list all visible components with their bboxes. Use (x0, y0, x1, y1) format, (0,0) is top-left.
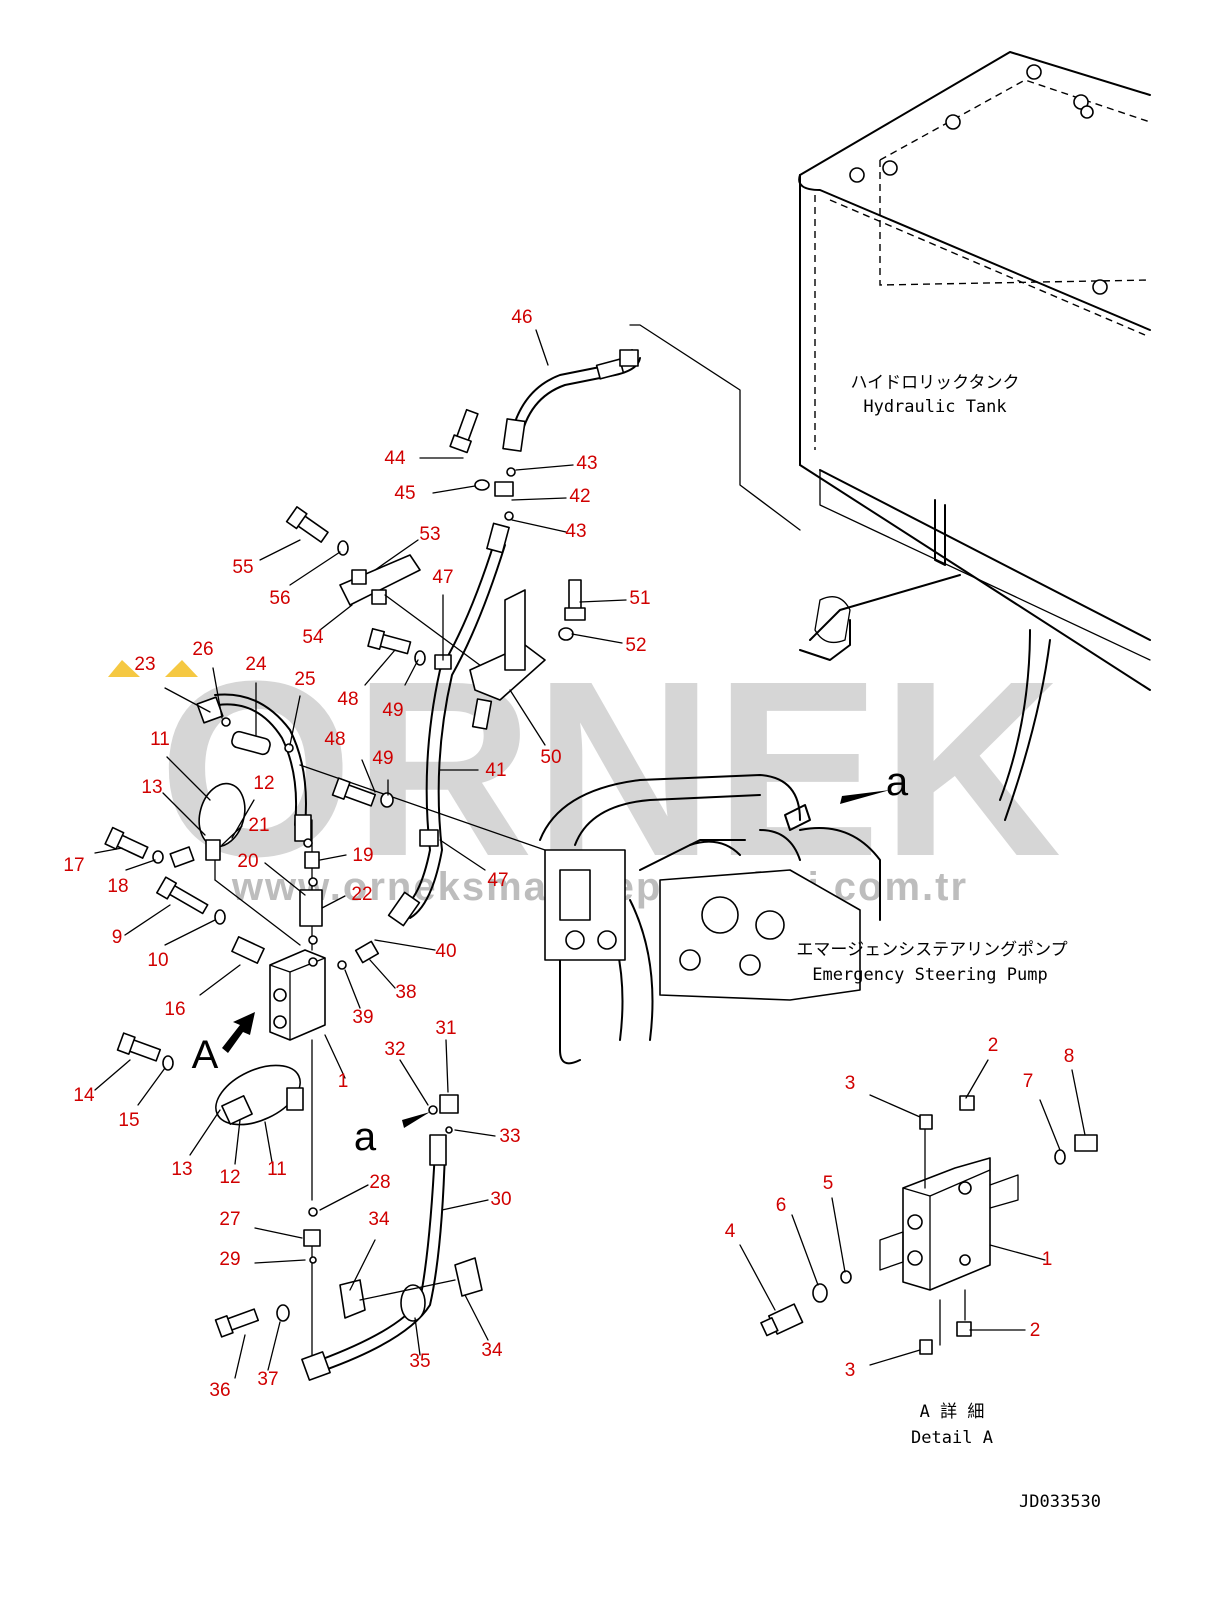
detail-a: A 詳 細 Detail A (760, 1095, 1098, 1448)
hose-30 (301, 1134, 447, 1381)
hose-46 (502, 349, 641, 452)
callout-34: 34 (368, 1209, 390, 1230)
callout-15: 15 (118, 1110, 139, 1131)
callout-1b: 1 (1042, 1249, 1053, 1270)
hose-24 (196, 693, 312, 842)
callout-18: 18 (107, 876, 128, 897)
callout-8: 8 (1064, 1046, 1075, 1067)
callout-43b: 43 (565, 521, 586, 542)
tank-label-ja: ハイドロリックタンク (851, 373, 1020, 393)
callout-2: 2 (988, 1035, 999, 1056)
callout-10: 10 (147, 950, 168, 971)
tank-label-en: Hydraulic Tank (863, 397, 1006, 417)
callout-42: 42 (569, 486, 590, 507)
pipe-ref-lower: a (354, 1115, 377, 1159)
callout-52: 52 (625, 635, 646, 656)
callout-38: 38 (395, 982, 416, 1003)
callout-35: 35 (409, 1351, 430, 1372)
callout-11b: 11 (267, 1159, 287, 1180)
callout-53: 53 (419, 524, 440, 545)
watermark-triangle-icon (108, 660, 140, 677)
callout-50: 50 (540, 747, 561, 768)
callout-17: 17 (63, 855, 84, 876)
callout-33: 33 (499, 1126, 520, 1147)
callout-4: 4 (725, 1221, 736, 1242)
callout-28: 28 (369, 1172, 390, 1193)
callout-46: 46 (511, 307, 532, 328)
callout-6: 6 (776, 1195, 787, 1216)
detail-label-en: Detail A (911, 1428, 993, 1448)
callout-31: 31 (435, 1018, 456, 1039)
pump-label-ja: エマージェンシステアリングポンプ (796, 940, 1067, 960)
callout-37: 37 (257, 1369, 278, 1390)
leader-line (629, 324, 801, 531)
callout-5: 5 (823, 1173, 834, 1194)
view-letter: A (192, 1033, 219, 1077)
callout-11: 11 (150, 729, 170, 750)
callout-22: 22 (351, 884, 372, 905)
callout-12b: 12 (219, 1167, 240, 1188)
callout-leaders (94, 329, 1086, 1379)
callout-51: 51 (629, 588, 650, 609)
callout-34b: 34 (481, 1340, 503, 1361)
view-arrow-a: A (192, 1012, 255, 1077)
callout-48: 48 (337, 689, 358, 710)
valve-block-1 (214, 819, 326, 1356)
callout-23: 23 (134, 654, 155, 675)
callout-27: 27 (219, 1209, 240, 1230)
callout-29: 29 (219, 1249, 240, 1270)
callout-1: 1 (338, 1071, 349, 1092)
callout-21: 21 (248, 815, 269, 836)
callout-24: 24 (245, 654, 267, 675)
hose-41 (299, 522, 546, 927)
callout-labels: 46 44 43 45 42 43 53 55 56 47 51 54 52 4… (63, 307, 1074, 1401)
callout-9: 9 (112, 927, 123, 948)
callout-30: 30 (490, 1189, 511, 1210)
pump-label-en: Emergency Steering Pump (812, 965, 1047, 985)
detail-label-ja: A 詳 細 (920, 1402, 985, 1422)
callout-3: 3 (845, 1073, 856, 1094)
callout-16: 16 (164, 999, 185, 1020)
callout-32: 32 (384, 1039, 405, 1060)
callout-45: 45 (394, 483, 415, 504)
emergency-steering-pump: エマージェンシステアリングポンプ Emergency Steering Pump (539, 774, 1068, 1065)
callout-55: 55 (232, 557, 253, 578)
callout-36: 36 (209, 1380, 230, 1401)
callout-40: 40 (435, 941, 456, 962)
callout-20: 20 (237, 851, 258, 872)
callout-47: 47 (432, 567, 453, 588)
callout-2b: 2 (1030, 1320, 1041, 1341)
callout-39: 39 (352, 1007, 373, 1028)
callout-54: 54 (302, 627, 324, 648)
callout-25: 25 (294, 669, 315, 690)
callout-14: 14 (73, 1085, 95, 1106)
callout-13: 13 (141, 777, 162, 798)
callout-44: 44 (384, 448, 406, 469)
callout-49: 49 (382, 700, 403, 721)
callout-13b: 13 (171, 1159, 192, 1180)
callout-12: 12 (253, 773, 274, 794)
callout-47b: 47 (487, 870, 508, 891)
callout-19: 19 (352, 845, 373, 866)
callout-41: 41 (485, 760, 506, 781)
drawing-code: JD033530 (1019, 1492, 1101, 1512)
callout-3b: 3 (845, 1360, 856, 1381)
callout-56: 56 (269, 588, 290, 609)
callout-48b: 48 (324, 729, 345, 750)
small-parts (104, 408, 890, 1338)
watermark-triangle-icon (165, 660, 198, 677)
callout-7: 7 (1023, 1071, 1034, 1092)
hydraulic-tank: ハイドロリックタンク Hydraulic Tank (798, 51, 1151, 821)
callout-49b: 49 (372, 748, 393, 769)
pipe-ref-upper: a (886, 760, 909, 804)
callout-43: 43 (576, 453, 597, 474)
callout-26: 26 (192, 639, 213, 660)
